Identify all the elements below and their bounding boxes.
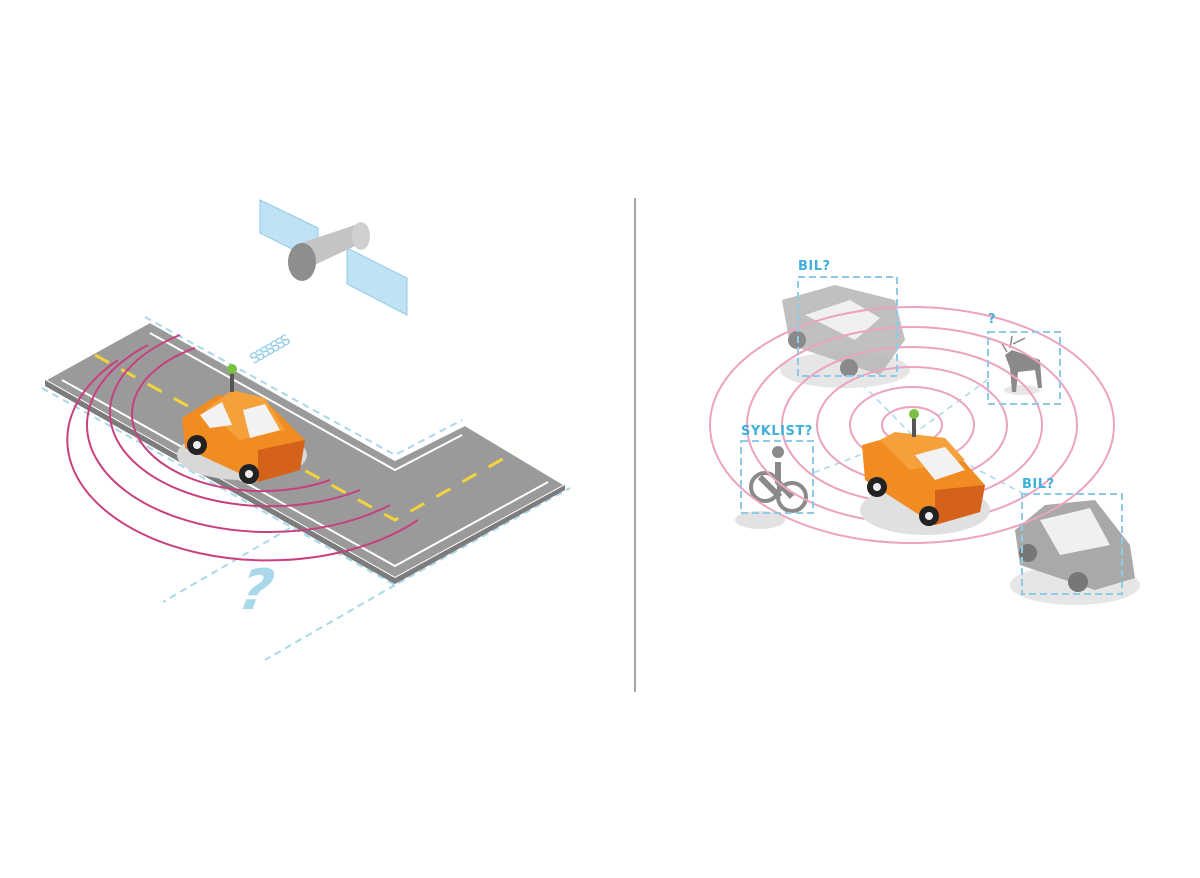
sensor-scene — [709, 276, 1140, 605]
signal-arcs — [66, 334, 419, 562]
self-driving-car-sensing — [860, 409, 990, 535]
svg-text:SSSSSSS: SSSSSSS — [247, 332, 293, 368]
detected-car-right — [1010, 500, 1140, 605]
label-car-top: BIL? — [798, 259, 831, 274]
detection-boxes — [740, 276, 1123, 595]
label-car-right: BIL? — [1022, 477, 1055, 492]
map-edge-lines — [41, 316, 571, 661]
detected-car-top — [780, 285, 910, 388]
lane-markings — [94, 353, 516, 522]
satellite: SSSSSSS — [247, 199, 408, 368]
self-driving-car — [177, 364, 307, 484]
label-animal: ? — [988, 312, 997, 327]
label-cyclist: SYKLIST? — [741, 424, 813, 439]
detection-lines — [812, 377, 1023, 494]
gps-scene: SSSSSSS — [41, 199, 571, 661]
